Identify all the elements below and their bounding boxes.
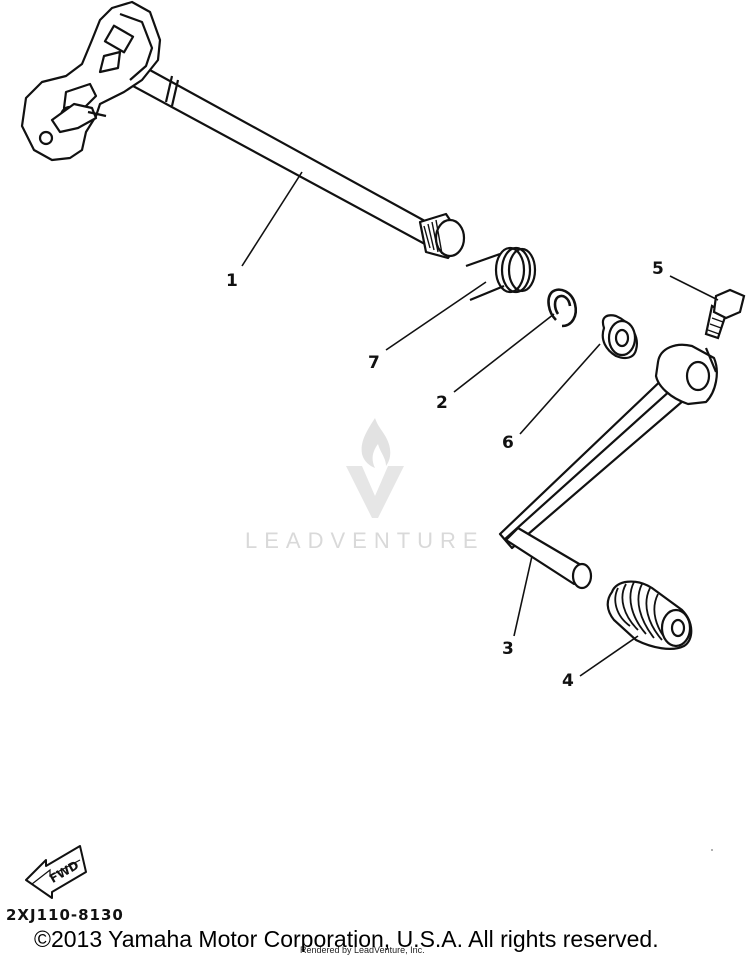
scan-dot	[711, 849, 713, 851]
spline-teeth	[423, 219, 443, 255]
part-number-5: 5	[652, 259, 664, 279]
plate-inner-edge	[119, 12, 154, 81]
pedal-rubber	[606, 580, 693, 650]
part-number-4: 4	[562, 671, 574, 691]
shaft-tube	[120, 56, 449, 258]
spring-arm-upper	[465, 252, 501, 268]
leadventure-watermark: LEADVENTURE	[245, 418, 485, 553]
circlip-inner	[553, 294, 572, 315]
circlip-ring	[547, 288, 578, 328]
leader-4	[579, 635, 639, 677]
shaft-ring-line	[164, 75, 174, 103]
leader-6	[519, 343, 601, 435]
shift-shaft	[20, 0, 466, 260]
part-number-6: 6	[502, 433, 514, 453]
leader-2	[453, 313, 555, 393]
v-logo-icon	[346, 466, 404, 518]
fwd-arrow-icon: FWD	[25, 845, 87, 899]
part-number-3: 3	[502, 639, 514, 659]
seal-bore	[614, 328, 630, 348]
flame-logo-icon	[361, 418, 391, 468]
bolt-head	[712, 288, 746, 320]
torsion-spring	[465, 246, 537, 302]
spring-coil-2	[500, 246, 532, 294]
watermark-text: LEADVENTURE	[245, 528, 485, 553]
spring-coil-1	[494, 246, 526, 294]
part-number-2: 2	[436, 393, 448, 413]
pedal-clamp-bore	[685, 360, 711, 392]
leader-5	[669, 275, 719, 301]
pedal-arm	[498, 370, 700, 550]
bolt	[704, 288, 746, 340]
plate-pin-arm	[87, 110, 107, 118]
pedal-clamp-slot	[704, 347, 718, 373]
plate-pawl	[50, 102, 98, 134]
spring-coil-3	[507, 247, 537, 293]
leader-lines	[241, 171, 719, 677]
plate-slot	[103, 24, 135, 54]
part-number-7: 7	[368, 353, 380, 373]
rubber-bore	[670, 618, 686, 638]
spring-arm-lower	[469, 284, 505, 302]
shaft-end-cap	[434, 218, 466, 258]
circlip	[547, 288, 578, 328]
shift-pedal	[498, 343, 718, 590]
diagram-code: 2XJ110-8130	[6, 906, 124, 924]
pedal-peg-end	[571, 562, 593, 590]
leader-7	[385, 281, 487, 351]
plate-slot-2	[98, 50, 122, 74]
leader-1	[241, 171, 303, 267]
part-numbers: 1 7 2 6 5 3 4	[226, 259, 664, 691]
rendered-by-credit: Rendered by LeadVenture, Inc.	[300, 945, 425, 955]
shaft-ring-line-2	[170, 79, 180, 107]
leader-3	[513, 555, 533, 637]
bolt-threads	[707, 317, 724, 335]
oil-seal	[601, 314, 638, 360]
copyright-notice: ©2013 Yamaha Motor Corporation, U.S.A. A…	[34, 926, 659, 952]
plate-lower-hole	[38, 130, 54, 146]
pedal-arm-ridge	[503, 379, 683, 541]
part-number-1: 1	[226, 271, 238, 291]
